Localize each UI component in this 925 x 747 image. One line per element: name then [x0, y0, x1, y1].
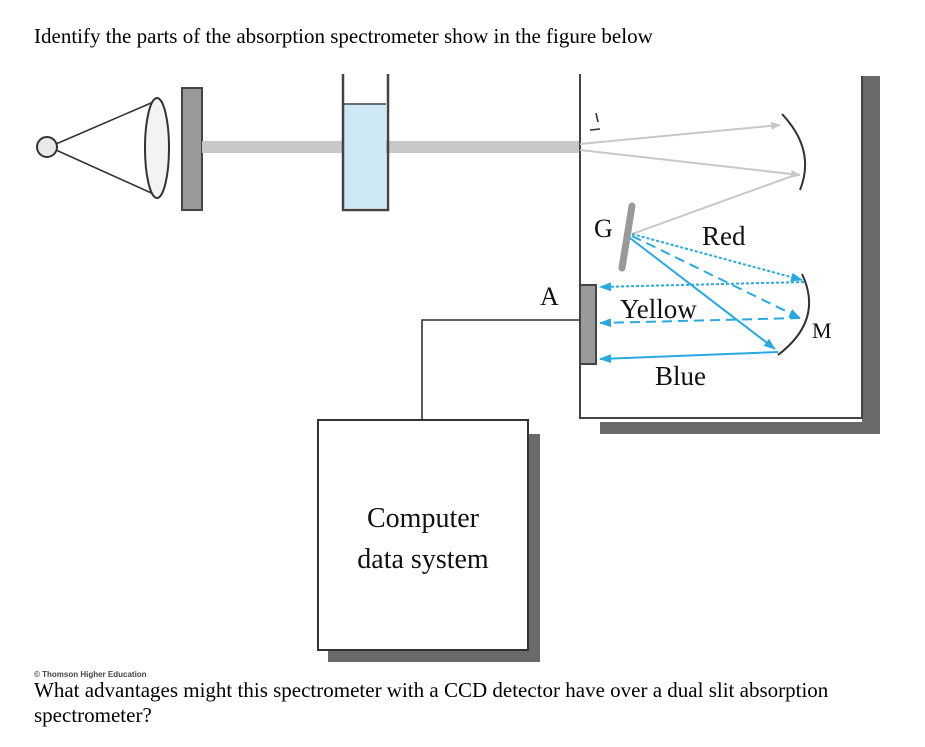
- label-red: Red: [702, 221, 746, 251]
- detector-cable: [421, 319, 580, 420]
- ccd-detector: [579, 284, 597, 365]
- beam-to-mirror: [579, 121, 781, 145]
- label-mirror: M: [812, 318, 832, 343]
- sample-cuvette: [341, 74, 390, 212]
- question-top: Identify the parts of the absorption spe…: [34, 24, 653, 48]
- concave-mirror-upper: [781, 113, 807, 191]
- label-computer-line1: Computer: [367, 503, 480, 534]
- label-detector: A: [540, 282, 559, 311]
- label-grating: G: [594, 214, 613, 243]
- concave-mirror-lower: [777, 273, 811, 356]
- question-bottom: What advantages might this spectrometer …: [34, 678, 829, 727]
- light-beam: [202, 141, 580, 153]
- beam-to-grating: [631, 174, 796, 235]
- lens: [144, 97, 170, 199]
- lamp-source: [36, 99, 159, 197]
- label-computer-line2: data system: [357, 544, 489, 575]
- computer-data-system: [317, 419, 540, 662]
- copyright-credit: © Thomson Higher Education: [34, 670, 147, 679]
- entrance-slit: [181, 87, 203, 211]
- label-yellow: Yellow: [620, 294, 697, 324]
- beam-to-mirror-lower: [579, 149, 801, 178]
- dispersed-rays-to-mirror: [629, 233, 803, 350]
- polychromator-housing: [579, 74, 880, 434]
- diffraction-grating: [618, 202, 636, 272]
- housing-slit-mark: [589, 112, 601, 131]
- dispersed-rays-to-detector: [599, 281, 805, 364]
- label-blue: Blue: [655, 361, 706, 391]
